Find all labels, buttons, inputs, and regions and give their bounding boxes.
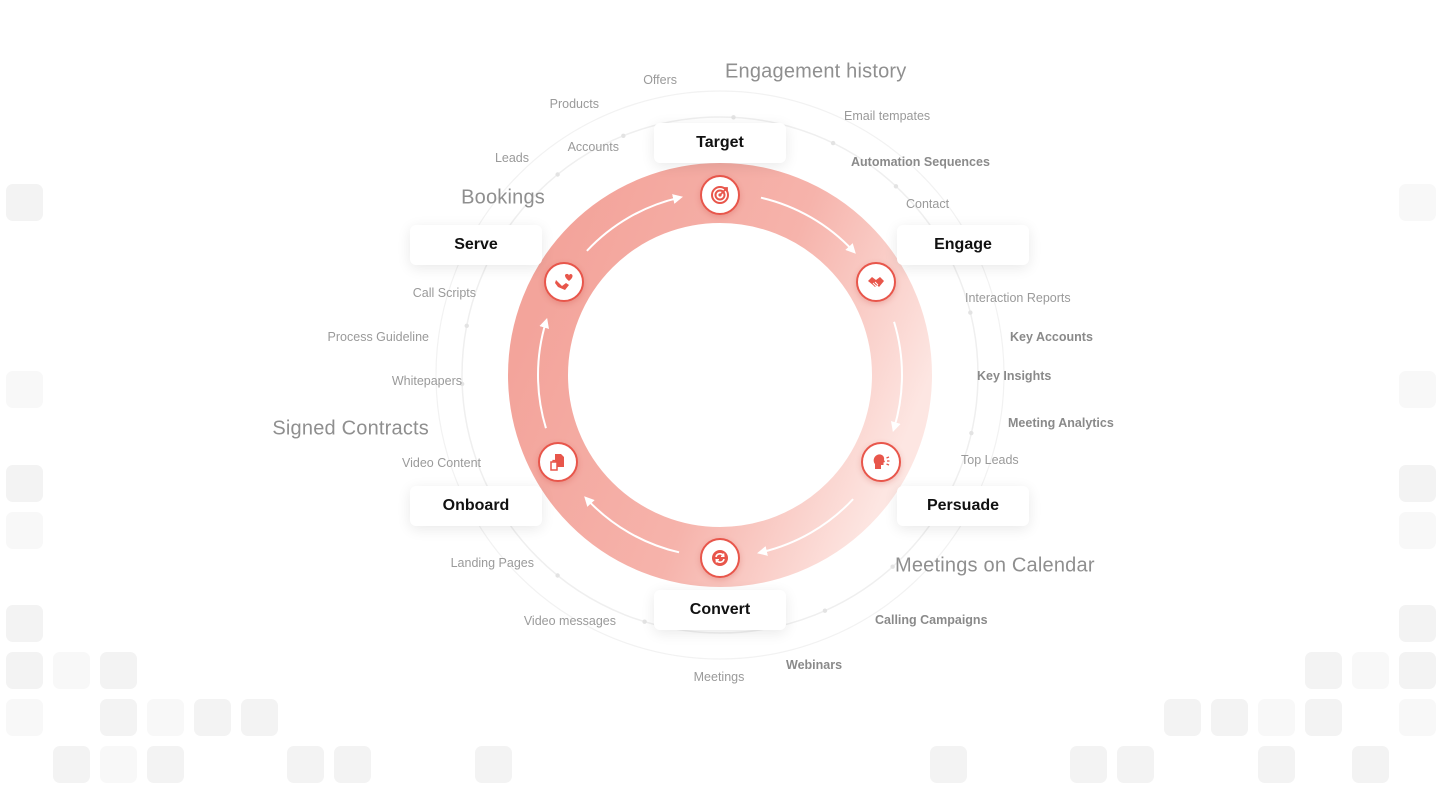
bg-tile: [1305, 699, 1342, 736]
bg-tile: [1070, 746, 1107, 783]
outcome-signed-contracts: Signed Contracts: [272, 417, 429, 440]
cycle-arrow: [891, 321, 903, 433]
bg-tile: [147, 699, 184, 736]
outcome-bookings: Bookings: [461, 186, 545, 209]
orbit-dot: [555, 172, 560, 177]
bg-tile: [100, 652, 137, 689]
orbit-dot: [642, 619, 647, 624]
item-contact: Contact: [906, 197, 950, 211]
item-offers: Offers: [643, 73, 677, 87]
bg-tile: [1258, 746, 1295, 783]
bg-tile: [287, 746, 324, 783]
bg-tile: [6, 512, 43, 549]
bg-tile: [1399, 184, 1436, 221]
outcome-engagement-history: Engagement history: [725, 60, 907, 83]
item-video-content: Video Content: [402, 456, 481, 470]
item-call-scripts: Call Scripts: [412, 286, 476, 300]
bg-tile: [1399, 465, 1436, 502]
bg-tile: [475, 746, 512, 783]
item-interaction-reports: Interaction Reports: [965, 291, 1071, 305]
item-leads: Leads: [494, 151, 529, 165]
orbit-dot: [621, 133, 626, 138]
bg-tile: [1399, 652, 1436, 689]
item-products: Products: [549, 97, 599, 111]
outcome-meetings-on-calendar: Meetings on Calendar: [895, 554, 1095, 577]
speaking-head-icon[interactable]: [861, 442, 901, 482]
cycle-ring: [508, 163, 932, 587]
bg-tile: [1211, 699, 1248, 736]
bg-tile: [6, 465, 43, 502]
item-landing-pages: Landing Pages: [450, 556, 534, 570]
bg-tile: [1352, 652, 1389, 689]
item-meeting-analytics: Meeting Analytics: [1008, 416, 1114, 430]
bg-tile: [334, 746, 371, 783]
stage-target[interactable]: Target: [654, 123, 786, 163]
bg-tile: [930, 746, 967, 783]
bg-tile: [147, 746, 184, 783]
orbit-dot: [893, 184, 899, 189]
item-whitepapers: Whitepapers: [391, 374, 462, 388]
item-email-templates: Email tempates: [844, 109, 931, 123]
bg-tile: [6, 605, 43, 642]
item-webinars: Webinars: [786, 658, 843, 672]
cycle-arrow: [760, 196, 856, 254]
item-meetings: Meetings: [693, 670, 745, 684]
orbit-dot: [555, 573, 560, 578]
item-top-leads: Top Leads: [961, 453, 1019, 467]
item-key-accounts: Key Accounts: [1010, 330, 1093, 344]
stage-convert[interactable]: Convert: [654, 590, 786, 630]
handshake-icon[interactable]: [856, 262, 896, 302]
bg-tile: [6, 371, 43, 408]
target-icon[interactable]: [700, 175, 740, 215]
stage-serve[interactable]: Serve: [410, 225, 542, 265]
cycle-arrow: [584, 496, 680, 554]
item-calling-campaigns: Calling Campaigns: [875, 613, 988, 627]
item-key-insights: Key Insights: [977, 369, 1052, 383]
bg-tile: [194, 699, 231, 736]
bg-tile: [1399, 699, 1436, 736]
cycle-arrows: [537, 194, 903, 556]
bg-tile: [100, 746, 137, 783]
item-video-messages: Video messages: [523, 614, 616, 628]
item-process-guideline: Process Guideline: [327, 330, 429, 344]
orbit-dot: [464, 323, 469, 328]
bg-tile: [6, 184, 43, 221]
stage-engage[interactable]: Engage: [897, 225, 1029, 265]
refresh-icon[interactable]: [700, 538, 740, 578]
cycle-arrow: [586, 194, 683, 252]
mid-orbit: [435, 90, 1005, 660]
bg-tile: [53, 746, 90, 783]
orbit-dot: [890, 564, 895, 569]
bg-tile: [1258, 699, 1295, 736]
bg-tile: [1352, 746, 1389, 783]
bg-tile: [1399, 371, 1436, 408]
bg-tile: [6, 652, 43, 689]
bg-tile: [1117, 746, 1154, 783]
bg-tile: [1399, 605, 1436, 642]
cycle-arrow: [757, 498, 854, 556]
orbit-dot: [459, 381, 465, 387]
heart-hand-icon[interactable]: [544, 262, 584, 302]
orbit-dot: [968, 310, 973, 315]
stage-onboard[interactable]: Onboard: [410, 486, 542, 526]
documents-icon[interactable]: [538, 442, 578, 482]
bg-tile: [241, 699, 278, 736]
bg-tile: [1305, 652, 1342, 689]
bg-tile: [100, 699, 137, 736]
cycle-arrow: [537, 317, 549, 429]
stage-persuade[interactable]: Persuade: [897, 486, 1029, 526]
bg-tile: [53, 652, 90, 689]
bg-tile: [6, 699, 43, 736]
item-accounts: Accounts: [567, 140, 619, 154]
orbit-dot: [822, 608, 828, 613]
orbit-dot: [969, 430, 974, 436]
item-automation-sequences: Automation Sequences: [851, 155, 990, 169]
orbit-dot: [731, 115, 736, 120]
outer-orbit: [461, 116, 979, 634]
bg-tile: [1399, 512, 1436, 549]
orbit-dot: [830, 140, 836, 146]
bg-tile: [1164, 699, 1201, 736]
